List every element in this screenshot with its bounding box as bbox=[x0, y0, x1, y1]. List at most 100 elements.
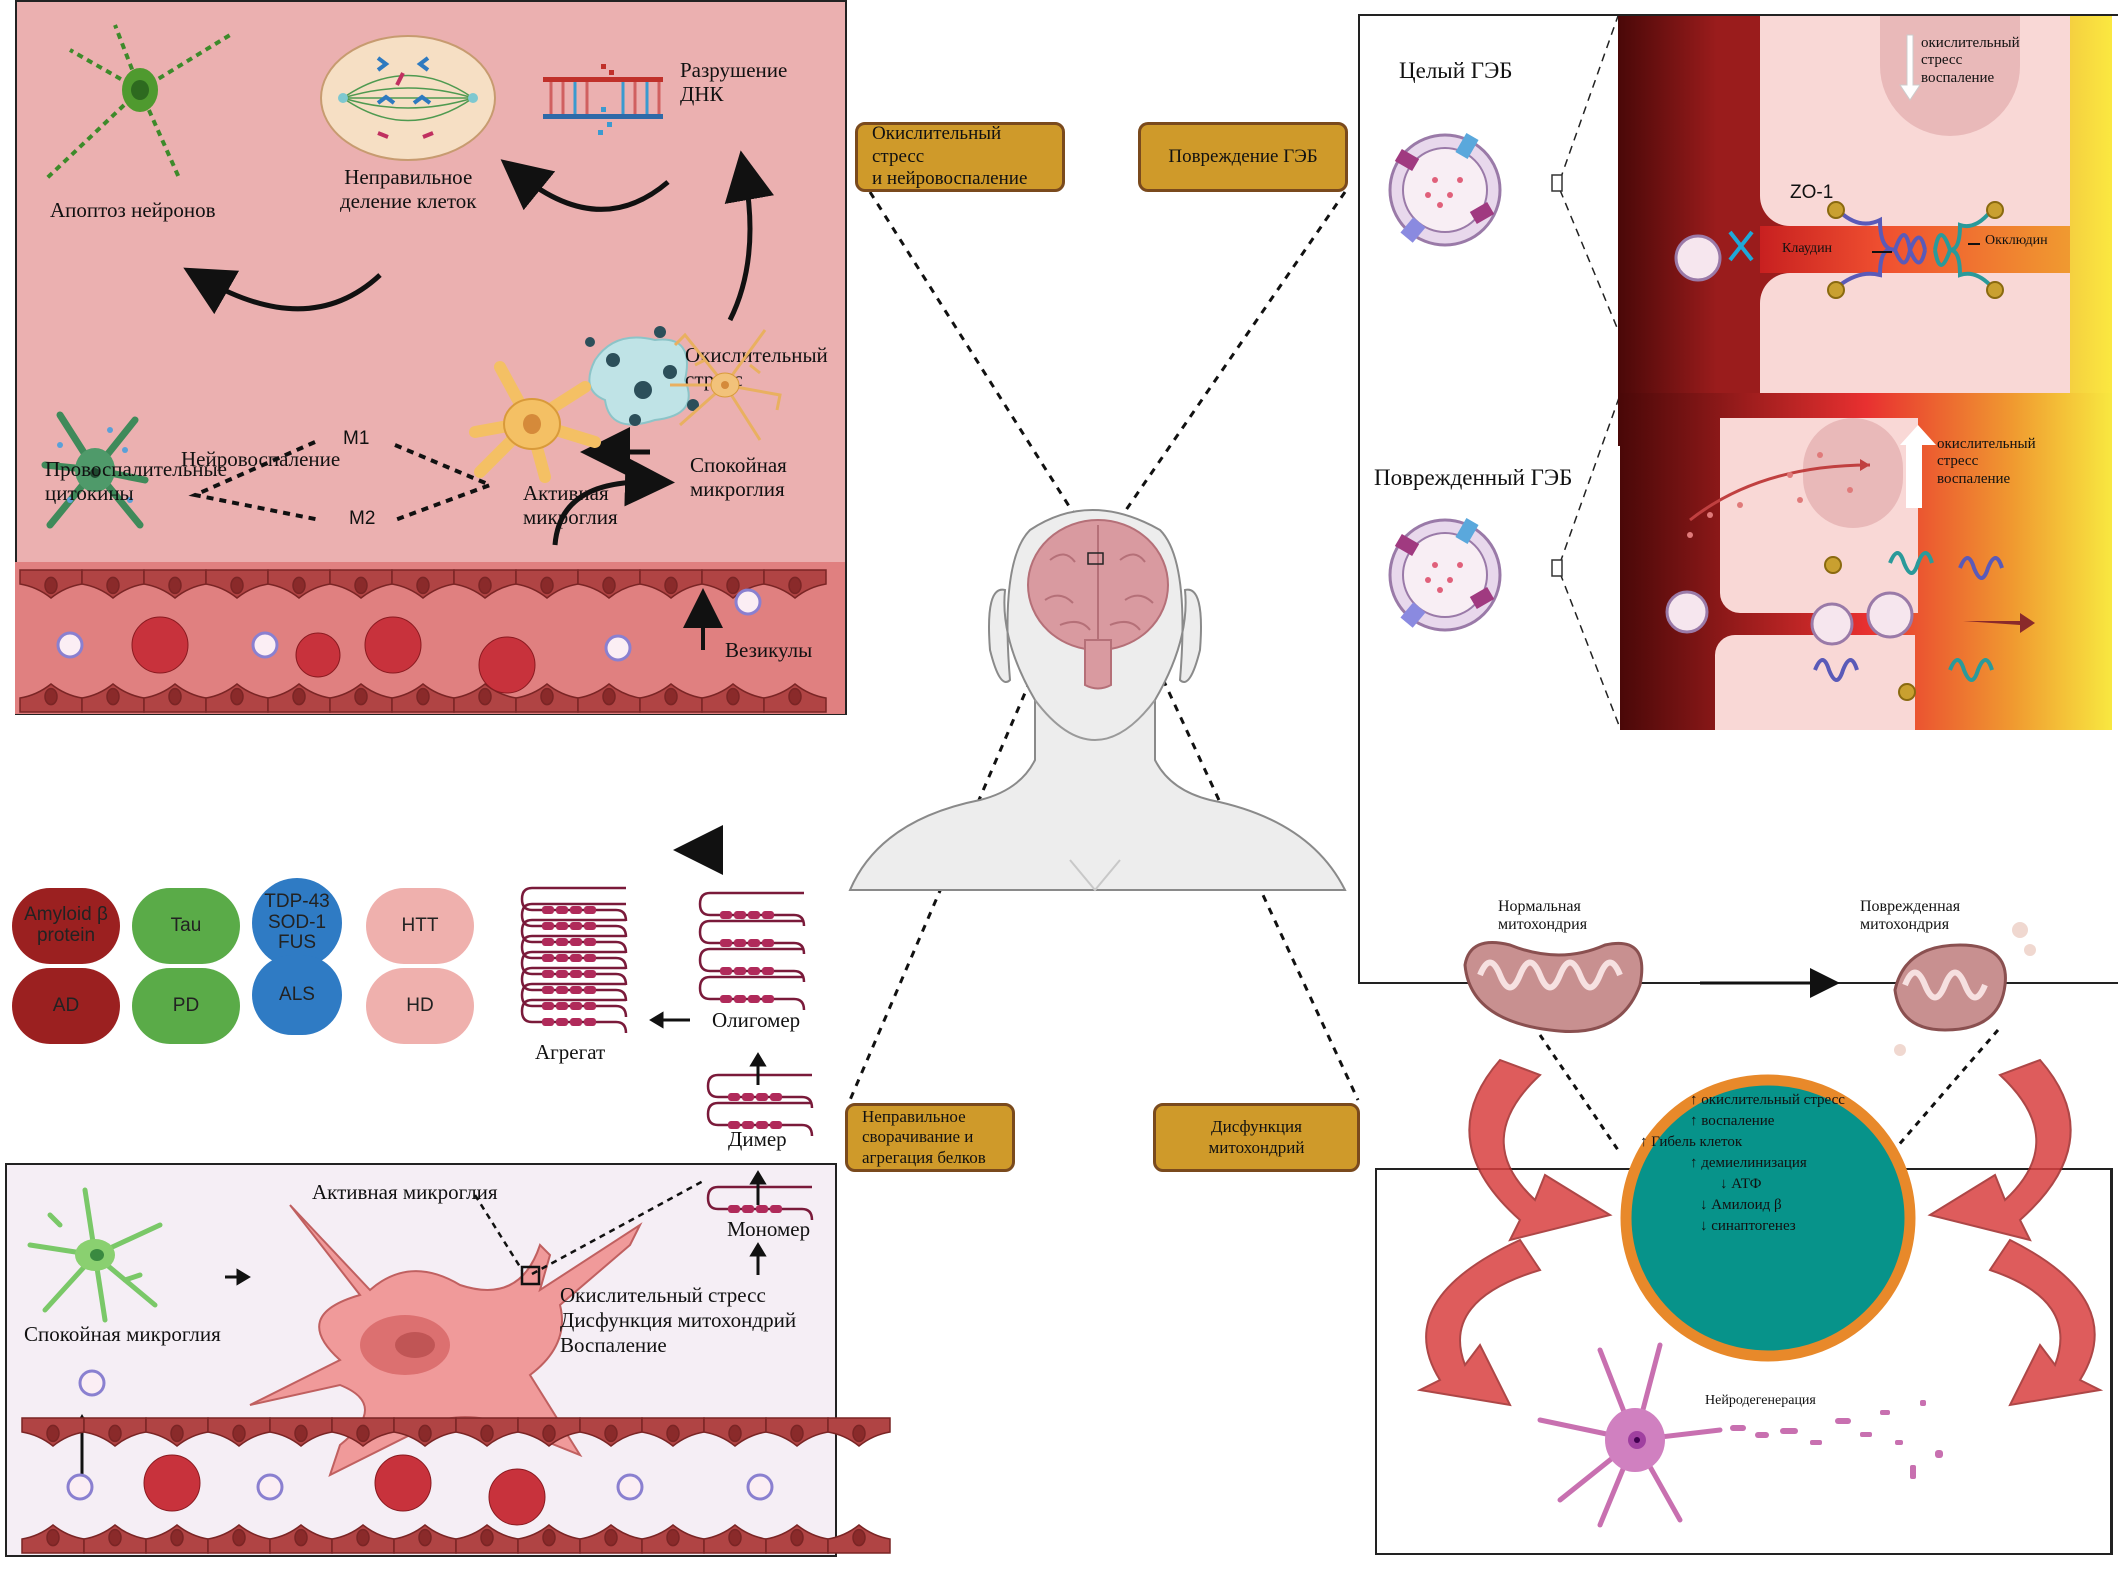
endothelial-nucleus bbox=[418, 1528, 432, 1547]
text-neuron-apoptosis: Апоптоз нейронов bbox=[50, 198, 216, 222]
protein-bead bbox=[742, 1205, 754, 1213]
exosome-damaged-icon bbox=[1388, 517, 1502, 632]
protein-bead bbox=[762, 911, 774, 919]
vesicle-icon bbox=[256, 1473, 284, 1501]
oxidative-cell-icon bbox=[585, 326, 699, 426]
endothelial-nucleus bbox=[666, 1424, 680, 1443]
resting-microglia-icon bbox=[670, 329, 782, 441]
text-zo1: ZO-1 bbox=[1790, 182, 1834, 203]
vesicle-icon bbox=[616, 1473, 644, 1501]
endothelial-nucleus bbox=[294, 1424, 308, 1443]
endothelial-nucleus bbox=[728, 1528, 742, 1547]
protein-bead bbox=[584, 954, 596, 962]
protein-bead bbox=[734, 939, 746, 947]
mito-effect-item: ↑ воспаление bbox=[1690, 1113, 1900, 1134]
red-blood-cell-icon bbox=[488, 1468, 546, 1526]
endothelial-nucleus bbox=[168, 687, 182, 706]
protein-bead bbox=[542, 1002, 554, 1010]
vesicle-icon bbox=[66, 1473, 94, 1501]
endothelial-nucleus bbox=[292, 687, 306, 706]
arrow-up-icon: ↑ bbox=[1690, 1155, 1702, 1171]
protein-fold-shape bbox=[698, 891, 806, 927]
protein-bead bbox=[556, 970, 568, 978]
protein-bead bbox=[556, 938, 568, 946]
endothelial-nucleus bbox=[542, 1424, 556, 1443]
endothelial-nucleus bbox=[416, 687, 430, 706]
disease-pill: AD bbox=[12, 968, 120, 1044]
vesicle-icon bbox=[78, 1369, 106, 1397]
protein-fold-shape bbox=[698, 975, 806, 1011]
protein-bead bbox=[542, 938, 554, 946]
vesicle-icon bbox=[56, 631, 84, 659]
protein-fold-shape bbox=[706, 1185, 814, 1221]
mito-effect-item: ↓ синаптогенез bbox=[1700, 1218, 1900, 1239]
protein-bead bbox=[584, 938, 596, 946]
protein-bead bbox=[728, 1205, 740, 1213]
arrow-up-icon: ↑ bbox=[1640, 1134, 1652, 1150]
text-neuroinflammation: Нейровоспаление bbox=[181, 447, 341, 471]
mito-effect-text: Гибель клеток bbox=[1651, 1134, 1743, 1150]
red-blood-cell-icon bbox=[374, 1454, 432, 1512]
endothelial-nucleus bbox=[44, 576, 58, 595]
protein-bead bbox=[720, 967, 732, 975]
resting-microglia-green-icon bbox=[27, 1187, 163, 1323]
endothelial-nucleus bbox=[788, 687, 802, 706]
protein-fold-shape bbox=[706, 1073, 814, 1109]
label-oxidative-stress-neuroinflammation: Окислительный стресс и нейровоспаление bbox=[855, 122, 1065, 192]
text-monomer: Мономер bbox=[727, 1217, 811, 1241]
endothelial-nucleus bbox=[790, 1528, 804, 1547]
protein-bead bbox=[742, 1093, 754, 1101]
endothelial-nucleus bbox=[602, 576, 616, 595]
protein-bead bbox=[720, 995, 732, 1003]
protein-bead bbox=[756, 1093, 768, 1101]
cell-division-icon bbox=[320, 35, 496, 161]
protein-bead bbox=[742, 1121, 754, 1129]
arrow-up-icon: ↑ bbox=[1690, 1092, 1702, 1108]
protein-bead bbox=[748, 967, 760, 975]
endothelial-nucleus bbox=[788, 576, 802, 595]
text-stress-decrease: окислительный стресс воспаление bbox=[1921, 35, 2020, 86]
vesicle-icon bbox=[734, 588, 762, 616]
protein-bead bbox=[584, 1018, 596, 1026]
endothelial-nucleus bbox=[230, 687, 244, 706]
disease-pill: HTT bbox=[366, 888, 474, 964]
text-intact-bbb: Целый ГЭБ bbox=[1399, 58, 1513, 83]
endothelial-nucleus bbox=[168, 576, 182, 595]
dna-damage-icon bbox=[543, 64, 663, 135]
endothelial-nucleus bbox=[604, 1528, 618, 1547]
endothelial-nucleus bbox=[416, 576, 430, 595]
protein-bead bbox=[770, 1121, 782, 1129]
vesicle-icon bbox=[251, 631, 279, 659]
protein-bead bbox=[762, 995, 774, 1003]
text-active-microglia-2: Активная микроглия bbox=[312, 1180, 498, 1204]
mito-effect-text: окислительный стресс bbox=[1701, 1092, 1845, 1108]
endothelial-nucleus bbox=[664, 576, 678, 595]
endothelial-nucleus bbox=[46, 1528, 60, 1547]
endothelial-nucleus bbox=[44, 687, 58, 706]
text-m2: M2 bbox=[349, 508, 376, 529]
protein-bead bbox=[570, 970, 582, 978]
protein-fold-shape bbox=[520, 998, 628, 1034]
text-stress-increase: окислительный стресс воспаление bbox=[1937, 436, 2036, 487]
protein-bead bbox=[734, 911, 746, 919]
arrow-up-icon: ↑ bbox=[1690, 1113, 1702, 1129]
endothelial-nucleus bbox=[852, 1528, 866, 1547]
protein-bead bbox=[542, 954, 554, 962]
disease-pill: HD bbox=[366, 968, 474, 1044]
disease-pill: TDP-43 SOD-1 FUS bbox=[252, 878, 342, 968]
mito-effect-item: ↑ Гибель клеток bbox=[1640, 1134, 1900, 1155]
protein-bead bbox=[570, 986, 582, 994]
endothelial-nucleus bbox=[542, 1528, 556, 1547]
endothelial-nucleus bbox=[292, 576, 306, 595]
protein-bead bbox=[720, 939, 732, 947]
damaged-bbb-image bbox=[1620, 393, 2112, 730]
protein-bead bbox=[556, 1002, 568, 1010]
disease-pill: PD bbox=[132, 968, 240, 1044]
red-blood-cell-icon bbox=[143, 1454, 201, 1512]
text-dna-damage: Разрушение ДНК bbox=[680, 58, 788, 107]
endothelial-nucleus bbox=[232, 1528, 246, 1547]
red-blood-cell-icon bbox=[364, 616, 422, 674]
protein-bead bbox=[570, 954, 582, 962]
